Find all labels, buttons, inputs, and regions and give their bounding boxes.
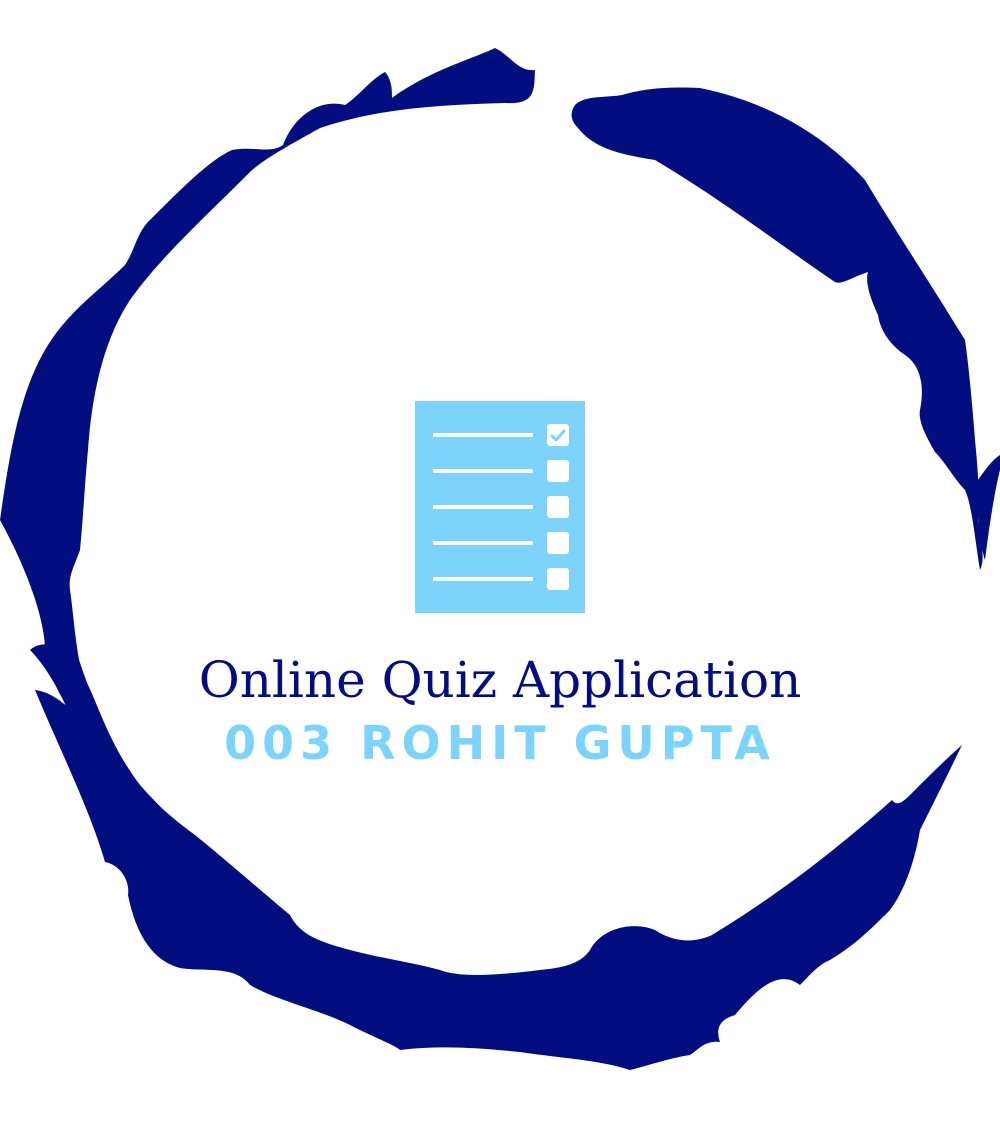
checklist-line-1 <box>433 433 533 437</box>
checklist-line-3 <box>433 505 533 509</box>
checkbox-1 <box>547 424 569 446</box>
checkmark-icon <box>550 429 566 442</box>
ring-stroke-bottom-left <box>35 690 962 1070</box>
checkbox-2 <box>547 460 569 482</box>
ring-stroke-right-tip <box>977 455 1000 560</box>
checkbox-4 <box>547 532 569 554</box>
checklist-line-2 <box>433 469 533 473</box>
ring-stroke-top-left <box>0 48 535 700</box>
checkbox-3 <box>547 496 569 518</box>
ring-stroke-left <box>30 644 400 1005</box>
checklist-line-5 <box>433 577 533 581</box>
checkbox-5 <box>547 568 569 590</box>
app-title: Online Quiz Application <box>198 651 802 709</box>
checklist-line-4 <box>433 541 533 545</box>
checklist-icon <box>415 401 585 613</box>
ring-stroke-right <box>571 87 983 571</box>
author-name: 003 ROHIT GUPTA <box>224 716 776 770</box>
